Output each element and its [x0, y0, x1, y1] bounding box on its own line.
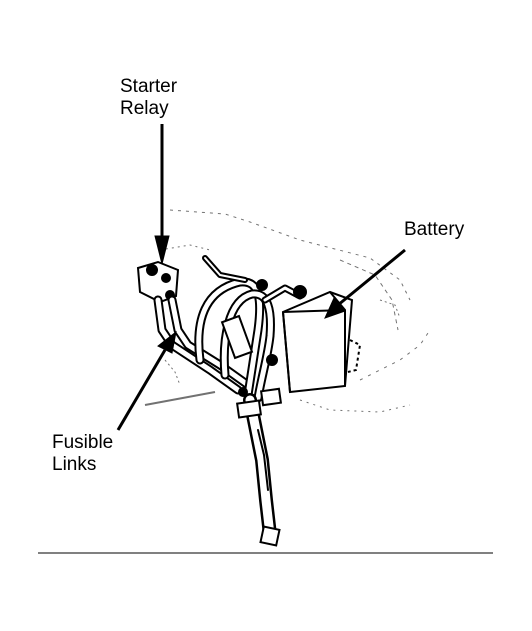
- starter-relay-label: Starter Relay: [120, 76, 177, 120]
- battery-arrowhead: [324, 297, 346, 319]
- clamps: [220, 279, 307, 547]
- battery-label: Battery: [404, 219, 465, 240]
- battery-shape: [281, 290, 362, 394]
- engine-bay-background: [144, 209, 431, 413]
- fusible-links-arrowhead: [157, 330, 177, 354]
- leader-arrows: [116, 124, 406, 431]
- fusible-links-label-line-1: Fusible: [52, 432, 114, 453]
- starter-relay-label-line-1: Starter: [120, 76, 178, 97]
- battery-arrow-line: [337, 248, 406, 307]
- fusible-links-label: Fusible Links: [52, 432, 113, 476]
- starter-relay-arrowhead: [154, 235, 170, 265]
- fusible-links-label-line-2: Links: [52, 454, 97, 475]
- starter-relay-shape: [136, 260, 180, 304]
- starter-relay-label-line-2: Relay: [120, 98, 169, 119]
- fusible-links-arrow-line: [116, 349, 167, 431]
